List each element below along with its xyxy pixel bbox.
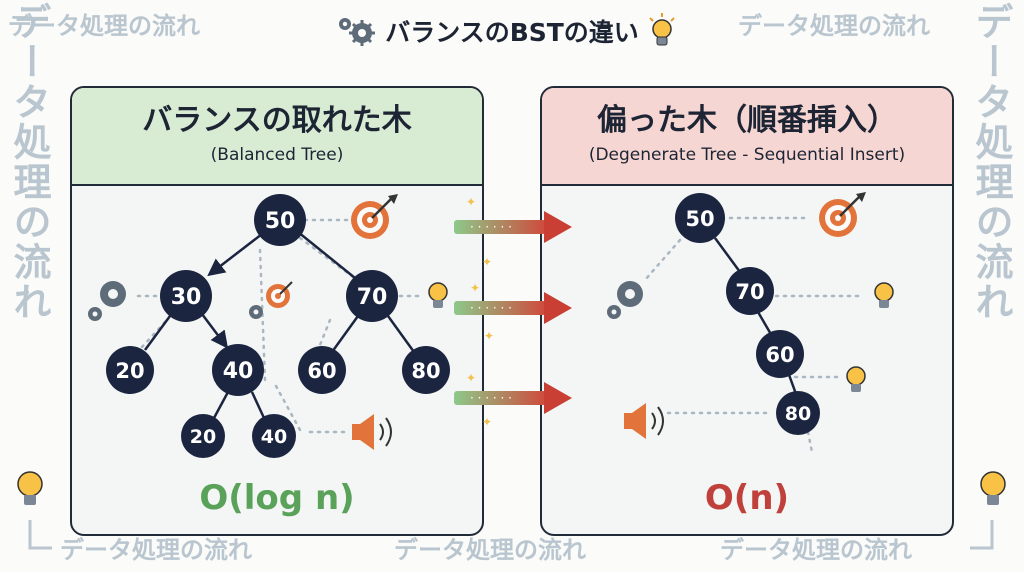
balanced-tree-panel: バランスの取れた木 (Balanced Tree) O(log n) [70, 86, 484, 536]
degenerate-tree-panel: 偏った木（順番挿入） (Degenerate Tree - Sequential… [540, 86, 954, 536]
lightbulb-icon [649, 13, 675, 46]
lightbulb-icon [17, 471, 43, 505]
gear-icon [339, 18, 376, 46]
degenerate-tree-title: 偏った木（順番挿入） [597, 103, 897, 138]
lightbulb-icon [980, 471, 1006, 505]
degenerate-tree-subtitle: (Degenerate Tree - Sequential Insert) [588, 145, 906, 165]
svg-text:✦: ✦ [484, 329, 494, 343]
decor-text-bottom-left: データ処理の流れ [60, 536, 252, 564]
degenerate-tree-complexity: O(n) [704, 478, 790, 518]
decor-text-left-vertical: データ処理の流れ [7, 2, 51, 322]
decor-text-bottom-right: データ処理の流れ [720, 536, 912, 564]
decor-text-bottom-center: データ処理の流れ [394, 536, 586, 564]
balanced-tree-header: バランスの取れた木 (Balanced Tree) [72, 88, 482, 186]
balanced-tree-title: バランスの取れた木 [142, 103, 412, 138]
title-bar: バランスのBSTの違い [286, 8, 724, 54]
balanced-tree-complexity: O(log n) [199, 478, 355, 518]
page-title: バランスのBSTの違い [385, 18, 639, 47]
balanced-tree-subtitle: (Balanced Tree) [210, 145, 344, 165]
decor-text-top-right: データ処理の流れ [738, 12, 930, 40]
decor-text-right-vertical: データ処理の流れ [969, 2, 1013, 322]
degenerate-tree-header: 偏った木（順番挿入） (Degenerate Tree - Sequential… [542, 88, 952, 186]
decor-text-top-left: データ処理の流れ [8, 12, 200, 40]
